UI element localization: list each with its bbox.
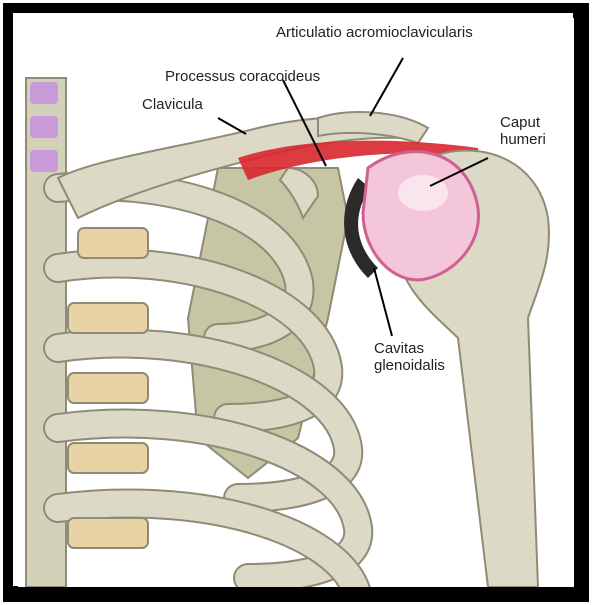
caput-line-2: humeri — [500, 131, 546, 148]
label-acromioclavicular: Articulatio acromioclavicularis — [276, 24, 473, 41]
label-coracoid: Processus coracoideus — [165, 68, 320, 85]
cavitas-line-2: glenoidalis — [374, 357, 445, 374]
clavicula-leader — [218, 118, 246, 134]
vertebra-disc — [30, 150, 58, 172]
cavitas-leader — [374, 268, 392, 336]
label-caput-humeri: Caput humeri — [500, 114, 546, 148]
vertebra-disc — [30, 82, 58, 104]
caput-line-1: Caput — [500, 114, 546, 131]
label-clavicula: Clavicula — [142, 96, 203, 113]
shoulder-anatomy-illustration — [18, 18, 574, 587]
acromioclavicular-leader — [370, 58, 403, 116]
label-cavitas-glenoidalis: Cavitas glenoidalis — [374, 340, 445, 374]
cavitas-line-1: Cavitas — [374, 340, 445, 357]
vertebra-disc — [30, 116, 58, 138]
illustration-panel: Articulatio acromioclavicularis Processu… — [18, 18, 574, 587]
